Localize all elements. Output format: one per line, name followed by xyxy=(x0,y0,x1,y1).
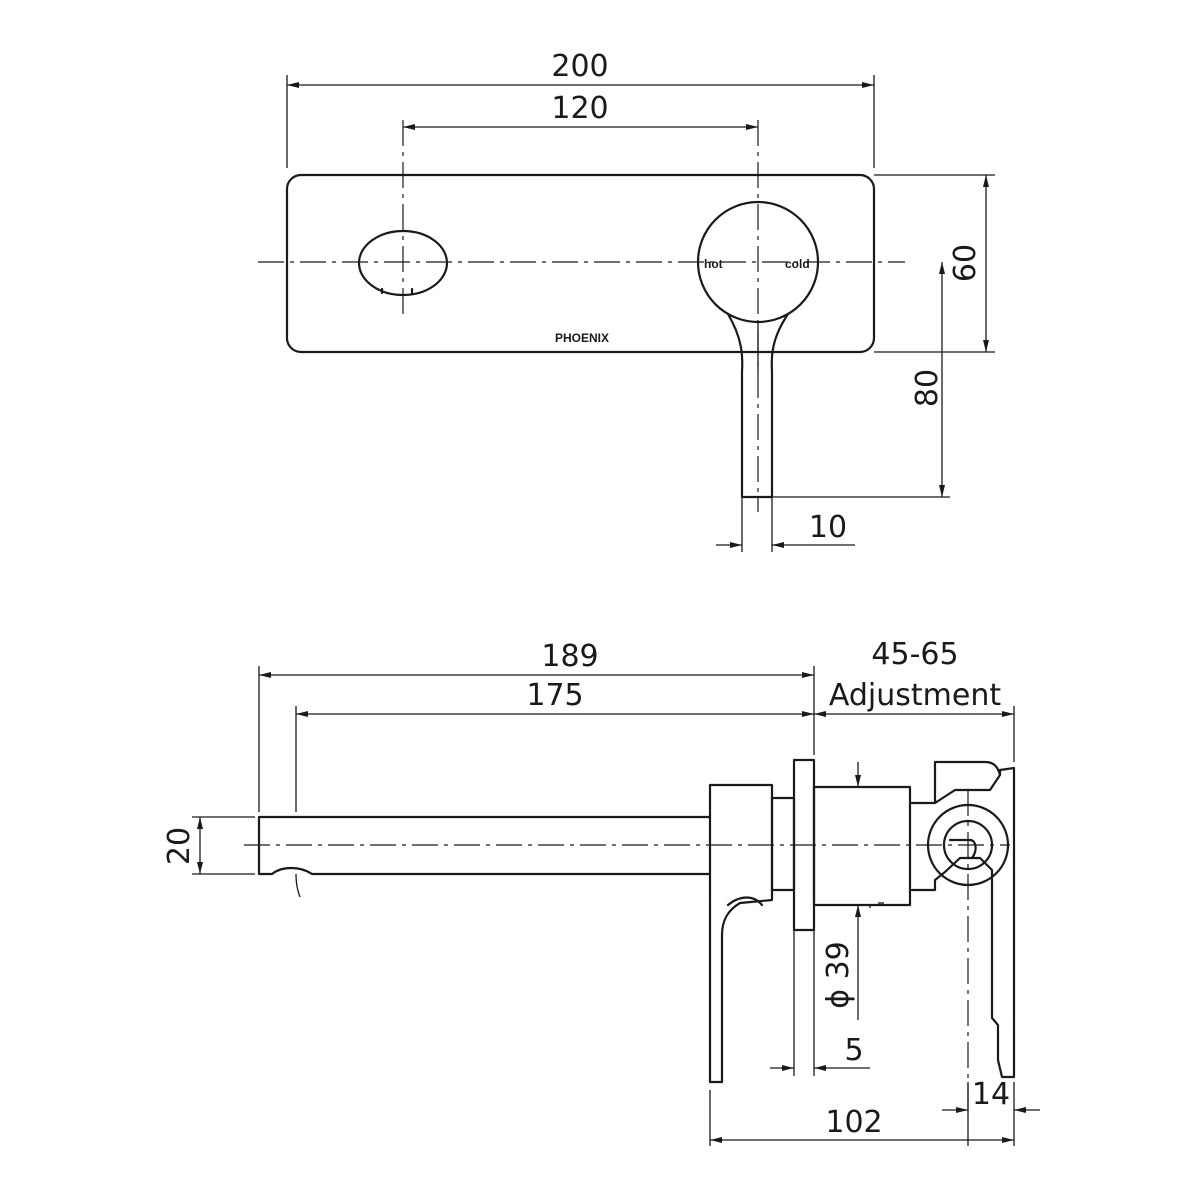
hot-label: hot xyxy=(704,257,723,271)
outlet-lugs xyxy=(380,287,414,295)
inlet-detail xyxy=(948,838,977,860)
handle-body xyxy=(708,783,774,1084)
brand-label: PHOENIX xyxy=(555,331,609,345)
bracket-top xyxy=(933,773,1002,805)
dim-plate-thickness: 5 xyxy=(844,1033,863,1068)
back-plate xyxy=(285,173,876,354)
dim-centres: 120 xyxy=(551,91,608,126)
dim-rough-in-offset: 14 xyxy=(972,1077,1010,1112)
dim-spout-reach-overall: 189 xyxy=(541,639,598,674)
dim-spout-drop: 80 xyxy=(910,369,945,407)
dim-spout-reach: 175 xyxy=(526,678,583,713)
side-view: 189 175 45-65 Adjustment 20 ϕ 39 5 14 xyxy=(162,637,1040,1146)
valve-body xyxy=(812,785,912,907)
plan-view: hot cold PHOENIX 200 120 60 80 10 xyxy=(258,49,995,552)
dim-adjustment-label: Adjustment xyxy=(829,678,1001,713)
dim-spout-height: 20 xyxy=(162,827,197,865)
dim-body-depth: 102 xyxy=(825,1105,882,1140)
handle-lever xyxy=(726,312,790,499)
dim-adjustment-range: 45-65 xyxy=(871,637,958,672)
lever-curve xyxy=(726,896,764,907)
aerator-outline xyxy=(295,873,301,898)
dim-body-diameter: ϕ 39 xyxy=(821,941,856,1009)
spout xyxy=(257,815,712,876)
dim-overall-width: 200 xyxy=(551,49,608,84)
dim-spout-thickness: 10 xyxy=(809,510,847,545)
rough-in-bracket xyxy=(908,760,1016,1079)
collar xyxy=(770,796,796,892)
cold-label: cold xyxy=(785,257,810,271)
dim-plate-height: 60 xyxy=(948,244,983,282)
